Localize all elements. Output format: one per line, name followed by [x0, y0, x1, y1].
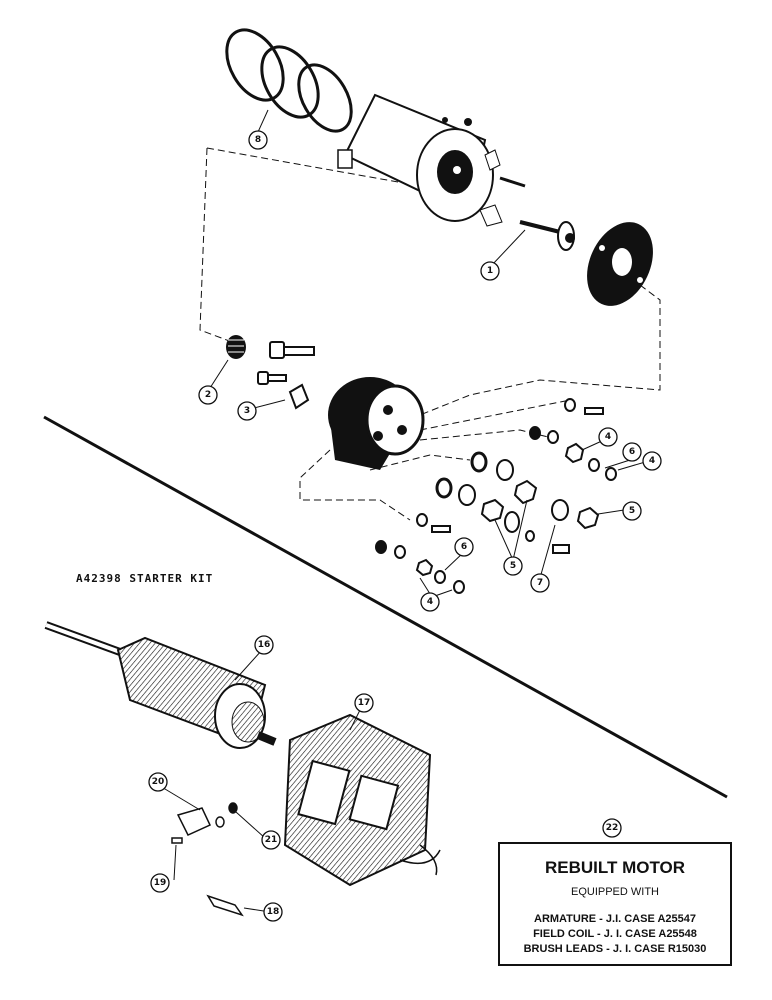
- rebuilt-motor-subtitle: EQUIPPED WITH: [570, 886, 659, 898]
- contact-disc: [587, 222, 653, 306]
- callout-label: 5: [629, 506, 635, 516]
- brush-leads-line: BRUSH LEADS - J. I. CASE R15030: [523, 943, 707, 955]
- callout-numbers: 8 1 2 3 4 6 4 5 6 5 7 4 16 17 20 21 19 1…: [152, 135, 655, 917]
- field-coil-line: FIELD COIL - J. I. CASE A25548: [533, 928, 697, 940]
- callout-22: [602, 818, 622, 838]
- callout-5b: [503, 556, 523, 576]
- callout-21: [261, 830, 281, 850]
- callout-label: 4: [605, 432, 611, 442]
- callout-4b: [642, 451, 662, 471]
- callout-label: 7: [537, 578, 543, 588]
- callout-1: [480, 261, 500, 281]
- callout-3: [237, 401, 257, 421]
- callout-label: 4: [649, 456, 655, 466]
- spring-rings: [225, 28, 353, 133]
- callout-label: 4: [427, 597, 433, 607]
- callout-label: 16: [258, 640, 271, 650]
- solenoid-housing: [337, 93, 526, 227]
- small-spring: [226, 335, 246, 359]
- rebuilt-motor-lines: ARMATURE - J.I. CASE A25547 FIELD COIL -…: [500, 912, 730, 957]
- callout-17: [354, 693, 374, 713]
- callout-6b: [454, 537, 474, 557]
- mounting-bolts: [257, 341, 315, 410]
- callout-label: 8: [255, 135, 261, 145]
- callout-label: 6: [461, 542, 467, 552]
- callout-18: [263, 902, 283, 922]
- callout-4c: [420, 592, 440, 612]
- callout-label: 3: [244, 406, 250, 416]
- callout-8: [248, 130, 268, 150]
- callout-label: 17: [358, 698, 371, 708]
- armature-line: ARMATURE - J.I. CASE A25547: [534, 913, 696, 925]
- callout-7: [530, 573, 550, 593]
- callout-label: 6: [629, 447, 635, 457]
- callout-label: 20: [152, 777, 165, 787]
- callout-label: 21: [265, 835, 278, 845]
- callout-label: 22: [606, 823, 619, 833]
- callout-label: 1: [487, 266, 493, 276]
- callout-label: 5: [510, 561, 516, 571]
- callout-6a: [622, 442, 642, 462]
- end-cap: [328, 377, 425, 470]
- field-coil: [283, 713, 441, 887]
- callout-4a: [598, 427, 618, 447]
- brush-parts: [171, 802, 244, 917]
- callout-label: 18: [267, 907, 280, 917]
- rebuilt-motor-box: REBUILT MOTOR EQUIPPED WITH ARMATURE - J…: [498, 842, 732, 966]
- callout-5a: [622, 501, 642, 521]
- separator-line: [43, 415, 728, 799]
- callout-circles: [148, 130, 662, 922]
- washers-and-nuts: [375, 398, 617, 594]
- plunger: [519, 220, 575, 251]
- callout-label: 19: [154, 878, 167, 888]
- callout-label: 2: [205, 390, 211, 400]
- callout-20: [148, 772, 168, 792]
- callout-2: [198, 385, 218, 405]
- callout-19: [150, 873, 170, 893]
- kit-label: A42398 STARTER KIT: [76, 572, 214, 585]
- assembly-leader-lines: [199, 147, 661, 521]
- rebuilt-motor-title: REBUILT MOTOR: [544, 858, 686, 877]
- callout-16: [254, 635, 274, 655]
- armature: [44, 621, 277, 749]
